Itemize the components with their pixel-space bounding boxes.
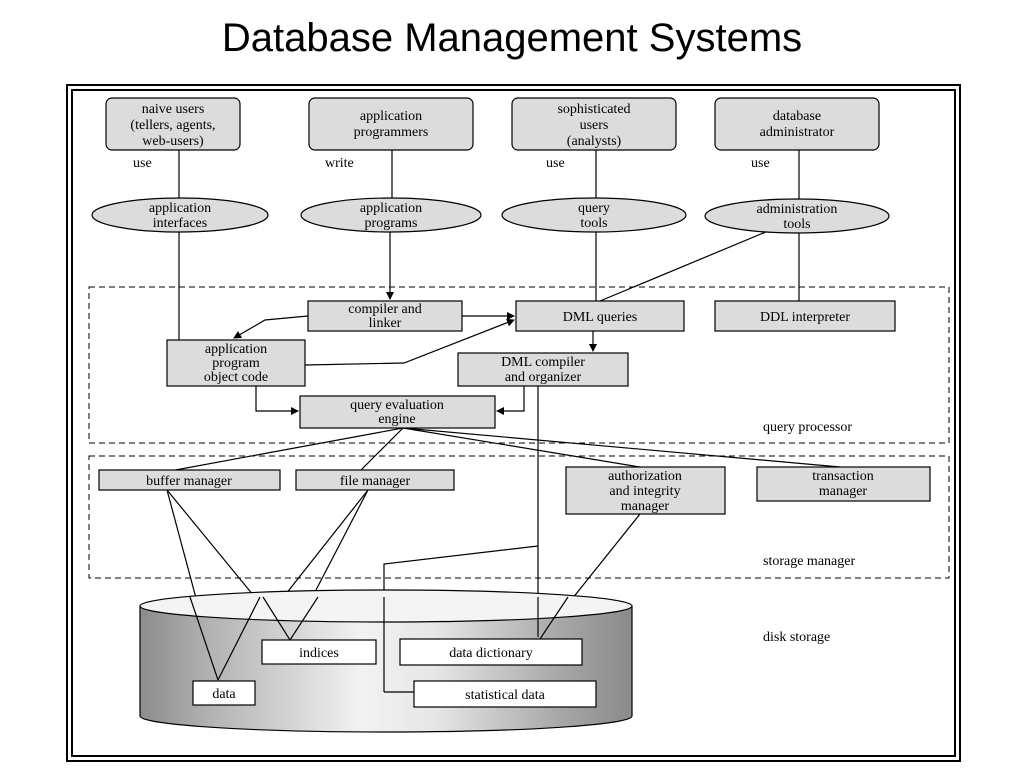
query-engine-line2: engine [378, 412, 415, 427]
box-ddl-interpreter: DDL interpreter [714, 300, 896, 332]
box-dml-compiler: DML compiler and organizer [457, 352, 629, 387]
box-buffer-manager: buffer manager [98, 469, 281, 491]
user-dba-line2: administrator [760, 125, 835, 140]
tool-app-interfaces-line1: application [149, 201, 211, 216]
verb-use-sophisticated: use [546, 156, 565, 171]
storage-manager-label: storage manager [763, 554, 855, 569]
object-code-line3: object code [204, 370, 268, 385]
user-naive-line1: naive users [142, 102, 205, 117]
box-data: data [192, 680, 256, 706]
tool-app-interfaces: application interfaces [91, 197, 269, 233]
user-sophisticated-line2: users [580, 118, 609, 133]
box-authorization-manager: authorization and integrity manager [565, 466, 726, 515]
query-processor-region [88, 286, 950, 444]
dml-compiler-line1: DML compiler [501, 355, 585, 370]
tool-query-tools: query tools [501, 197, 687, 233]
user-naive: naive users (tellers, agents, web-users) [105, 97, 241, 151]
verb-write: write [325, 156, 354, 171]
tool-app-programs: application programs [300, 197, 482, 233]
data-label: data [212, 687, 236, 702]
authorization-line1: authorization [608, 469, 682, 484]
tool-query-tools-line1: query [578, 201, 610, 216]
statistical-data-label: statistical data [465, 688, 545, 703]
disk-connector-lines [189, 596, 569, 693]
diagram-frame-inner [71, 89, 956, 757]
user-sophisticated-line1: sophisticated [557, 102, 630, 117]
authorization-line2: and integrity [609, 484, 680, 499]
query-engine-line1: query evaluation [350, 398, 444, 413]
box-compiler-linker: compiler and linker [307, 300, 463, 332]
slide-title: Database Management Systems [221, 16, 803, 60]
tool-admin-tools-line1: administration [757, 202, 838, 217]
tool-app-programs-line2: programs [365, 216, 418, 231]
box-query-evaluation-engine: query evaluation engine [299, 395, 496, 429]
transaction-line2: manager [819, 484, 868, 499]
dml-queries-label: DML queries [563, 310, 638, 325]
box-statistical-data: statistical data [413, 680, 597, 708]
object-code-line1: application [205, 342, 267, 357]
box-data-dictionary: data dictionary [399, 638, 583, 666]
tool-app-programs-line1: application [360, 201, 422, 216]
data-dictionary-label: data dictionary [449, 646, 533, 661]
box-dml-queries: DML queries [515, 300, 685, 332]
tool-query-tools-line2: tools [580, 216, 607, 231]
box-app-object-code: application program object code [166, 339, 306, 387]
user-dba-line1: database [773, 109, 821, 124]
query-processor-label: query processor [763, 420, 852, 435]
ddl-interpreter-label: DDL interpreter [760, 310, 850, 325]
compiler-linker-line2: linker [369, 316, 402, 331]
tool-admin-tools-line2: tools [783, 217, 810, 232]
authorization-line3: manager [621, 499, 670, 514]
verb-use-dba: use [751, 156, 770, 171]
user-programmers-line1: application [360, 109, 422, 124]
user-sophisticated-line3: (analysts) [567, 134, 622, 149]
user-dba: database administrator [714, 97, 880, 151]
user-sophisticated: sophisticated users (analysts) [511, 97, 677, 151]
tool-admin-tools: administration tools [704, 198, 890, 234]
tool-app-interfaces-line2: interfaces [153, 216, 207, 231]
disk-storage-label: disk storage [763, 630, 830, 645]
box-transaction-manager: transaction manager [756, 466, 931, 502]
storage-manager-region [88, 455, 950, 579]
verb-use-naive: use [133, 156, 152, 171]
file-manager-label: file manager [340, 474, 411, 489]
object-code-line2: program [212, 356, 260, 371]
indices-label: indices [299, 646, 339, 661]
box-file-manager: file manager [295, 469, 455, 491]
buffer-manager-label: buffer manager [146, 474, 232, 489]
box-indices: indices [261, 639, 377, 665]
user-naive-line3: web-users) [142, 134, 204, 149]
transaction-line1: transaction [812, 469, 873, 484]
dml-compiler-line2: and organizer [505, 370, 582, 385]
user-programmers-line2: programmers [354, 125, 429, 140]
user-app-programmers: application programmers [308, 97, 474, 151]
user-naive-line2: (tellers, agents, [130, 118, 215, 133]
diagram-frame-outer [66, 84, 961, 762]
compiler-linker-line1: compiler and [348, 302, 421, 317]
